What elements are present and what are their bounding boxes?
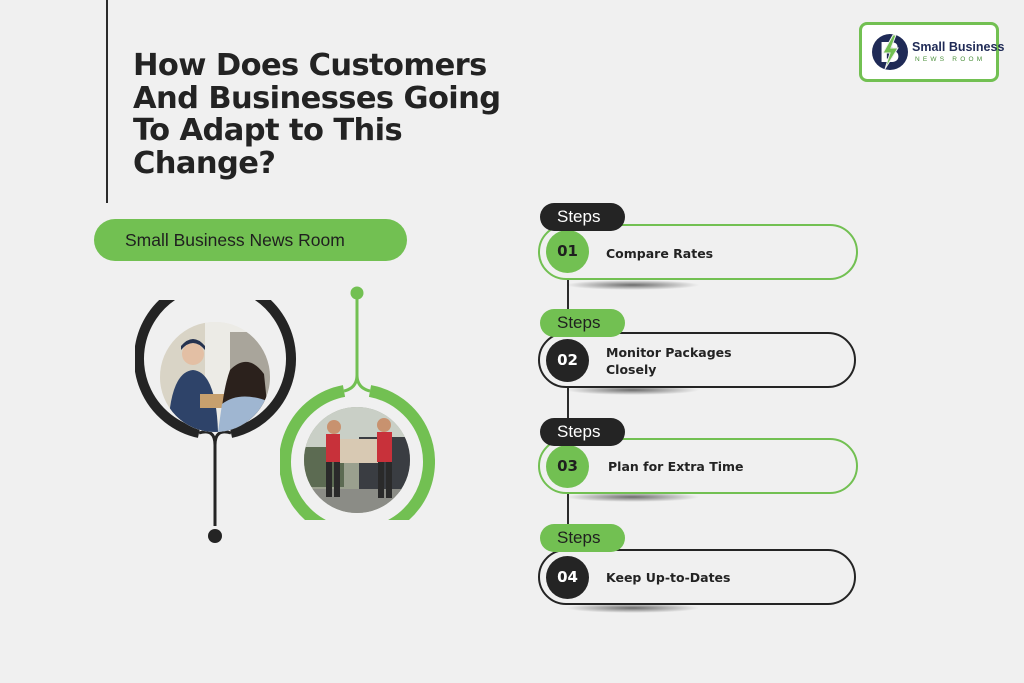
logo-subtitle: NEWS ROOM xyxy=(915,56,986,63)
courier-handing-package-photo xyxy=(160,322,270,432)
brand-logo[interactable]: B Small Business NEWS ROOM xyxy=(859,22,1004,82)
step-number: 02 xyxy=(546,339,589,382)
step-text: Monitor Packages Closely xyxy=(606,345,732,377)
logo-title: Small Business xyxy=(912,40,1005,54)
step-label: Steps xyxy=(540,524,625,552)
step-text: Keep Up-to-Dates xyxy=(606,570,731,585)
step-number: 04 xyxy=(546,556,589,599)
step-shadow xyxy=(565,385,700,395)
step-label: Steps xyxy=(540,418,625,446)
step-card[interactable]: 02 Monitor Packages Closely xyxy=(538,332,856,388)
step-label: Steps xyxy=(540,309,625,337)
step-text: Compare Rates xyxy=(606,246,714,261)
lightning-b-logo-icon: B xyxy=(872,34,908,70)
step-shadow xyxy=(565,280,700,290)
step-card[interactable]: 03 Plan for Extra Time xyxy=(538,438,858,494)
movers-photo-pin xyxy=(280,286,435,520)
top-divider-line xyxy=(106,0,108,203)
step-card[interactable]: 01 Compare Rates xyxy=(538,224,858,280)
brand-pill: Small Business News Room xyxy=(94,219,407,261)
step-number: 01 xyxy=(546,230,589,273)
step-label: Steps xyxy=(540,203,625,231)
step-shadow xyxy=(565,492,700,502)
step-shadow xyxy=(565,603,700,613)
courier-photo-pin xyxy=(135,300,296,543)
step-card[interactable]: 04 Keep Up-to-Dates xyxy=(538,549,856,605)
step-text: Plan for Extra Time xyxy=(608,459,744,474)
page-title: How Does Customers And Businesses Going … xyxy=(133,48,501,181)
movers-carrying-box-photo xyxy=(304,407,410,513)
step-number: 03 xyxy=(546,445,589,488)
